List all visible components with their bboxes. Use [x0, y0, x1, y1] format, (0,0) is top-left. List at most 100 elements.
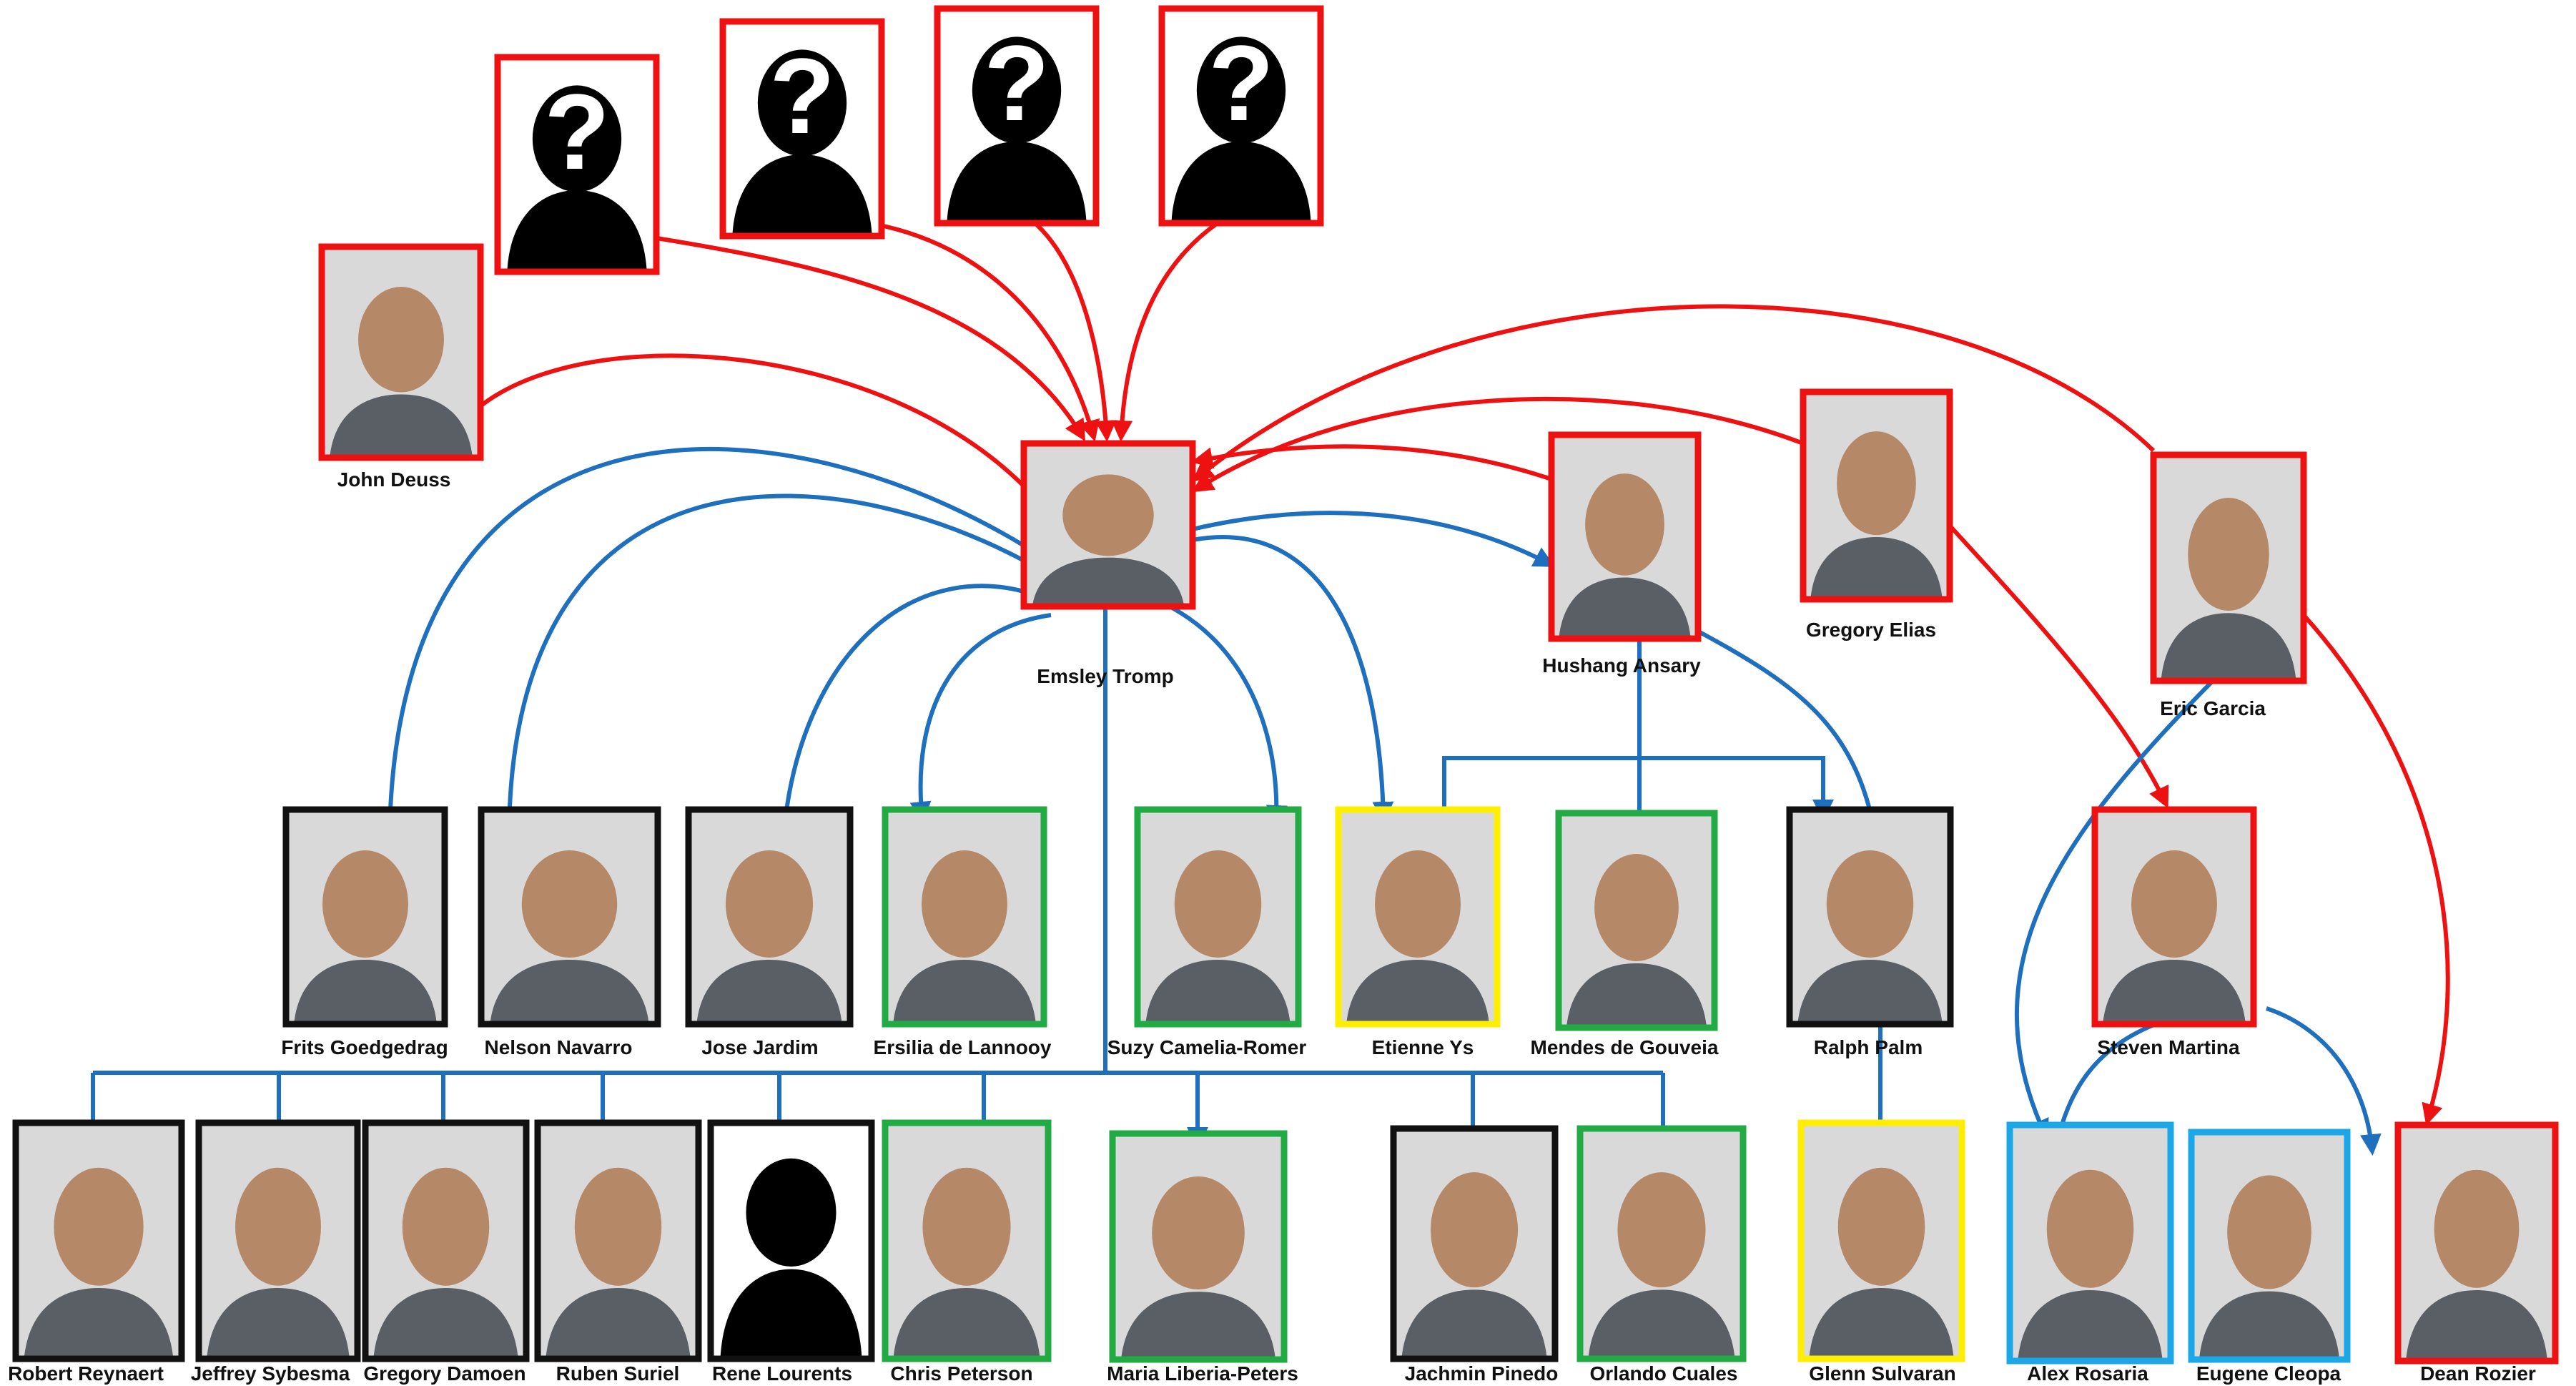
- name-label: Orlando Cuales: [1590, 1362, 1738, 1385]
- photo-border: [12, 1119, 185, 1362]
- photo-border: [282, 806, 448, 1028]
- photo-border: [534, 1119, 702, 1362]
- name-label: Gregory Elias: [1806, 619, 1936, 641]
- portrait-shoulders: [2161, 613, 2296, 681]
- name-label: Ersilia de Lannooy: [874, 1036, 1052, 1058]
- name-label: Frits Goedgedrag: [281, 1036, 448, 1058]
- connection-emsley-tromp-to-etienne-ys: [1192, 535, 1394, 823]
- connection-unknown-2-to-emsley-tromp: [800, 215, 1100, 442]
- photo-border: [478, 806, 661, 1028]
- name-label: Hushang Ansary: [1542, 654, 1701, 677]
- portrait-shoulders: [1797, 960, 1943, 1024]
- photo-border: [2091, 806, 2257, 1028]
- photo-border: [707, 1119, 875, 1362]
- portrait-shoulders: [294, 960, 437, 1024]
- portrait-face: [1430, 1172, 1519, 1288]
- silhouette-body: [1171, 142, 1311, 223]
- name-label: Gregory Damoen: [363, 1362, 525, 1385]
- portrait-face: [1062, 474, 1154, 556]
- portrait-shoulders: [696, 960, 842, 1024]
- person-eric-garcia: Eric Garcia: [2150, 451, 2307, 719]
- connection-steven-martina-to-eugene-cleopa: [2266, 1006, 2382, 1156]
- name-label: Mendes de Gouveia: [1531, 1036, 1719, 1058]
- connection-emsley-tromp-to-frits-goedgedrag: [379, 446, 1056, 834]
- portrait-shoulders: [490, 960, 649, 1024]
- person-robert-reynaert: Robert Reynaert: [8, 1119, 185, 1385]
- photo-border: [494, 54, 660, 275]
- connection-eric-garcia-to-emsley-tromp: [1192, 304, 2156, 482]
- name-label: Suzy Camelia-Romer: [1107, 1036, 1307, 1058]
- photo-border: [934, 5, 1100, 227]
- person-nelson-navarro: Nelson Navarro: [478, 806, 661, 1058]
- person-emsley-tromp: Emsley Tromp: [1020, 440, 1196, 687]
- person-dean-rozier: Dean Rozier: [2394, 1121, 2559, 1385]
- portrait-shoulders: [24, 1288, 174, 1359]
- portrait-face: [235, 1167, 321, 1286]
- photo-border: [1800, 388, 1953, 603]
- connection-gregory-elias-to-steven-martina: [1948, 524, 2169, 809]
- connections-layer: [82, 205, 2450, 1188]
- connection-emsley-tromp-to-hushang-ansary: [1192, 511, 1556, 567]
- photo-border: [2006, 1121, 2174, 1365]
- connection-eric-garcia-to-alex-rosaria: [2014, 679, 2215, 1141]
- person-chris-peterson: Chris Peterson: [882, 1119, 1052, 1385]
- portrait-shoulders: [1559, 577, 1691, 639]
- portrait-shoulders: [1809, 1288, 1954, 1359]
- connection-john-deuss-to-emsley-tromp: [455, 353, 1047, 511]
- person-john-deuss: John Deuss: [318, 243, 484, 491]
- photo-border: [362, 1119, 530, 1362]
- question-mark-icon: ?: [769, 36, 835, 156]
- portrait-shoulders: [546, 1288, 691, 1359]
- portrait-face: [1152, 1176, 1245, 1290]
- connection-emsley-tromp-to-nelson-navarro: [498, 493, 1056, 834]
- portrait-face: [2188, 498, 2269, 611]
- person-alex-rosaria: Alex Rosaria: [2006, 1121, 2174, 1385]
- connection-gregory-elias-to-emsley-tromp: [1191, 396, 1805, 493]
- name-label: Glenn Sulvaran: [1809, 1362, 1955, 1385]
- portrait-face: [922, 850, 1007, 958]
- portrait-shoulders: [893, 1288, 1040, 1359]
- portrait-shoulders: [1401, 1289, 1547, 1359]
- portrait-shoulders: [207, 1288, 350, 1359]
- photo-border: [318, 243, 484, 461]
- name-label: Rene Lourents: [712, 1362, 852, 1385]
- silhouette-head: [532, 85, 622, 192]
- name-label: Alex Rosaria: [2027, 1362, 2148, 1385]
- connection-hushang-ansary-to-emsley-tromp: [1191, 444, 1552, 481]
- photo-border: [1797, 1119, 1965, 1362]
- portrait-face: [2227, 1175, 2311, 1289]
- photo-border: [1335, 806, 1501, 1028]
- portrait-face: [521, 850, 618, 958]
- person-jeffrey-sybesma: Jeffrey Sybesma: [191, 1119, 361, 1385]
- photo-border: [1109, 1130, 1288, 1363]
- portrait-shoulders: [2018, 1290, 2163, 1361]
- connection-hushang-ansary-to-ralph-palm: [1693, 627, 1885, 848]
- name-label: Chris Peterson: [890, 1362, 1032, 1385]
- portrait-face: [1594, 854, 1679, 961]
- connection-unknown-4-to-emsley-tromp: [1111, 205, 1245, 442]
- portrait-face: [402, 1167, 490, 1286]
- name-label: Emsley Tromp: [1037, 665, 1173, 687]
- silhouette-head: [1196, 36, 1286, 144]
- question-mark-icon: ?: [984, 23, 1050, 143]
- silhouette-head: [746, 1158, 837, 1267]
- name-label: Steven Martina: [2097, 1036, 2240, 1058]
- photo-border: [1576, 1125, 1747, 1362]
- photo-border: [719, 18, 885, 240]
- portrait-face: [725, 850, 814, 958]
- connection-emsley-tromp-to-jose-jardim: [773, 584, 1052, 852]
- portrait-shoulders: [2199, 1291, 2340, 1360]
- portrait-face: [2131, 850, 2217, 958]
- photo-border: [2188, 1129, 2351, 1363]
- portrait-face: [922, 1167, 1011, 1286]
- person-jose-jardim: Jose Jardim: [685, 806, 854, 1058]
- name-label: John Deuss: [337, 468, 451, 491]
- person-suzy-camelia-romer: Suzy Camelia-Romer: [1107, 806, 1307, 1058]
- photo-border: [1158, 5, 1324, 227]
- portrait-face: [1174, 850, 1262, 958]
- person-unknown-3: ?: [934, 5, 1100, 227]
- name-label: Etienne Ys: [1372, 1036, 1474, 1058]
- photo-border: [685, 806, 854, 1028]
- portrait-shoulders: [1121, 1292, 1275, 1360]
